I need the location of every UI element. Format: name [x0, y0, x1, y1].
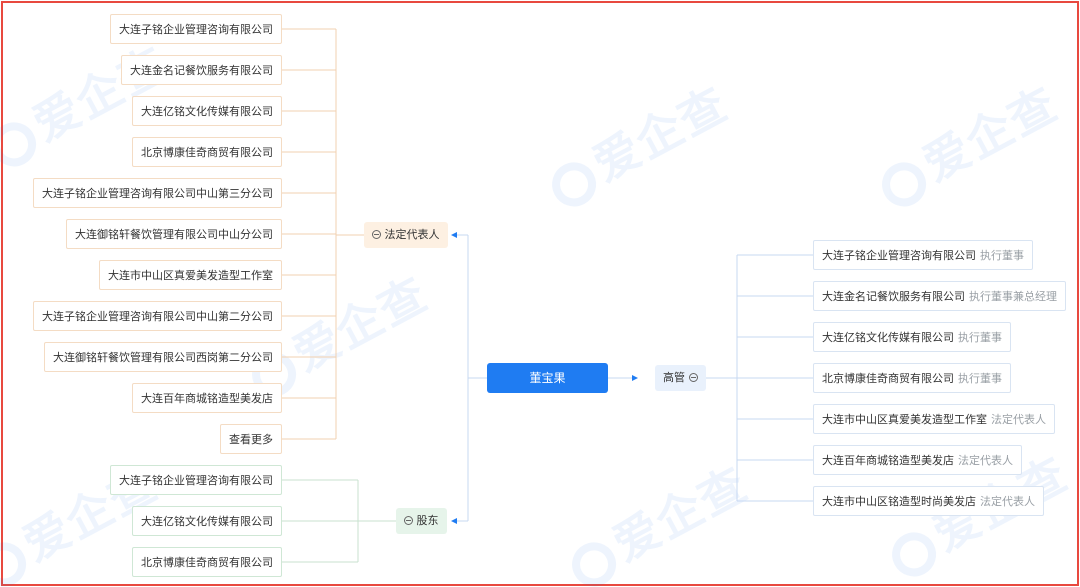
- legal-rep-company-node[interactable]: 大连市中山区真爱美发造型工作室: [99, 260, 282, 290]
- legal-rep-company-node[interactable]: 大连金名记餐饮服务有限公司: [121, 55, 282, 85]
- legal-rep-company-node[interactable]: 大连亿铭文化传媒有限公司: [132, 96, 282, 126]
- person-name-node[interactable]: 董宝果: [487, 363, 608, 393]
- legal-rep-company-node[interactable]: 大连御铭轩餐饮管理有限公司西岗第二分公司: [44, 342, 282, 372]
- executive-role-label: 执行董事兼总经理: [969, 290, 1057, 303]
- executive-company-name: 大连市中山区铭造型时尚美发店: [822, 495, 976, 508]
- executive-company-node[interactable]: 大连亿铭文化传媒有限公司执行董事: [813, 322, 1011, 352]
- executive-company-name: 北京博康佳奇商贸有限公司: [822, 372, 954, 385]
- executive-company-name: 大连百年商城铭造型美发店: [822, 454, 954, 467]
- executive-company-node[interactable]: 大连百年商城铭造型美发店法定代表人: [813, 445, 1022, 475]
- executive-company-name: 大连子铭企业管理咨询有限公司: [822, 249, 976, 262]
- executive-company-node[interactable]: 北京博康佳奇商贸有限公司执行董事: [813, 363, 1011, 393]
- legal-rep-company-node[interactable]: 北京博康佳奇商贸有限公司: [132, 137, 282, 167]
- view-more-button[interactable]: 查看更多: [220, 424, 282, 454]
- shareholder-group-label[interactable]: 股东: [396, 508, 447, 534]
- shareholder-company-node[interactable]: 北京博康佳奇商贸有限公司: [132, 547, 282, 577]
- shareholder-company-node[interactable]: 大连亿铭文化传媒有限公司: [132, 506, 282, 536]
- executive-company-name: 大连市中山区真爱美发造型工作室: [822, 413, 987, 426]
- executive-role-label: 执行董事: [980, 249, 1024, 262]
- legal-rep-company-node[interactable]: 大连子铭企业管理咨询有限公司: [110, 14, 282, 44]
- executive-group-label[interactable]: 高管: [655, 365, 706, 391]
- executive-role-label: 法定代表人: [980, 495, 1035, 508]
- executive-company-node[interactable]: 大连金名记餐饮服务有限公司执行董事兼总经理: [813, 281, 1066, 311]
- executive-role-label: 执行董事: [958, 331, 1002, 344]
- legal-rep-group-label[interactable]: 法定代表人: [364, 222, 448, 248]
- executive-company-node[interactable]: 大连子铭企业管理咨询有限公司执行董事: [813, 240, 1033, 270]
- executive-company-node[interactable]: 大连市中山区真爱美发造型工作室法定代表人: [813, 404, 1055, 434]
- collapse-toggle-icon[interactable]: [404, 516, 413, 525]
- executive-company-name: 大连亿铭文化传媒有限公司: [822, 331, 954, 344]
- executive-company-name: 大连金名记餐饮服务有限公司: [822, 290, 965, 303]
- legal-rep-company-node[interactable]: 大连御铭轩餐饮管理有限公司中山分公司: [66, 219, 282, 249]
- executive-company-node[interactable]: 大连市中山区铭造型时尚美发店法定代表人: [813, 486, 1044, 516]
- executive-role-label: 执行董事: [958, 372, 1002, 385]
- legal-rep-company-node[interactable]: 大连百年商城铭造型美发店: [132, 383, 282, 413]
- executive-role-label: 法定代表人: [991, 413, 1046, 426]
- legal-rep-company-node[interactable]: 大连子铭企业管理咨询有限公司中山第三分公司: [33, 178, 282, 208]
- executive-role-label: 法定代表人: [958, 454, 1013, 467]
- collapse-toggle-icon[interactable]: [688, 373, 698, 382]
- collapse-toggle-icon[interactable]: [372, 230, 381, 239]
- shareholder-company-node[interactable]: 大连子铭企业管理咨询有限公司: [110, 465, 282, 495]
- legal-rep-company-node[interactable]: 大连子铭企业管理咨询有限公司中山第二分公司: [33, 301, 282, 331]
